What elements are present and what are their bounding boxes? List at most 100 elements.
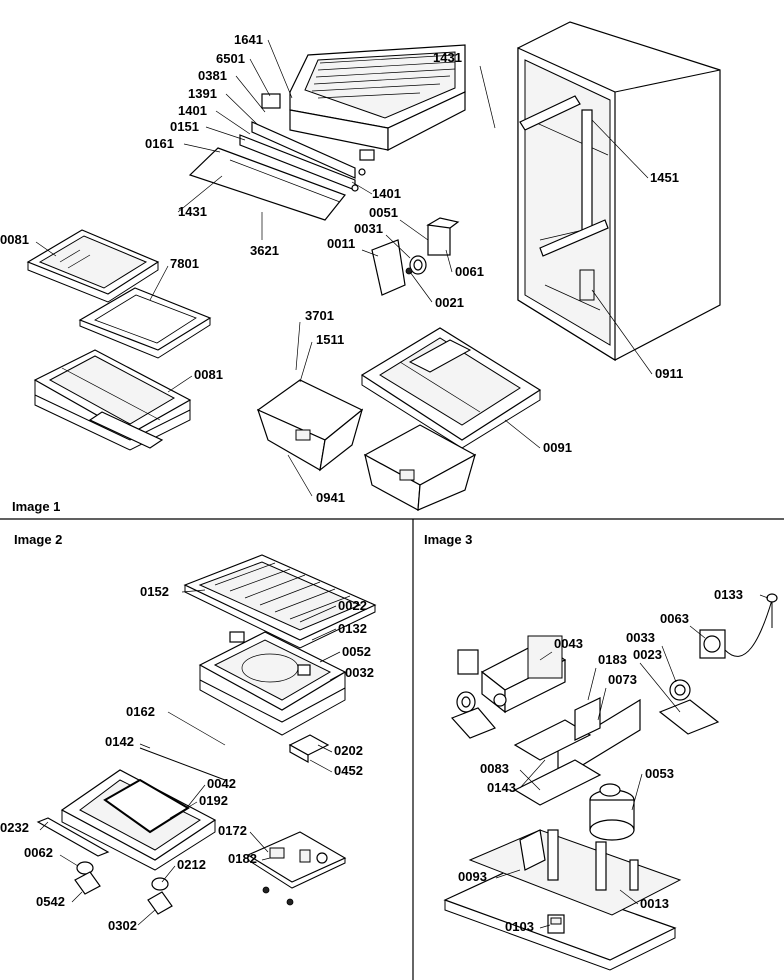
control-board xyxy=(246,831,347,906)
part-callout-1391: 1391 xyxy=(188,86,217,101)
part-callout-0152: 0152 xyxy=(140,584,169,599)
panel-title-image-2: Image 2 xyxy=(14,532,62,547)
part-callout-0381: 0381 xyxy=(198,68,227,83)
leader-line xyxy=(267,39,293,99)
refrigerator-cabinet xyxy=(517,21,721,362)
part-callout-0062: 0062 xyxy=(24,845,53,860)
leader-line xyxy=(35,241,57,257)
part-callout-0093: 0093 xyxy=(458,869,487,884)
control-housing xyxy=(198,631,347,736)
leader-line xyxy=(495,869,521,879)
leader-line xyxy=(177,175,223,213)
panel-image-3: Image 3 xyxy=(424,532,778,971)
leader-line xyxy=(317,744,333,753)
part-callout-0161: 0161 xyxy=(145,136,174,151)
leader-line xyxy=(591,119,649,179)
part-callout-0143: 0143 xyxy=(487,780,516,795)
part-callout-0182: 0182 xyxy=(228,851,257,866)
part-callout-0132: 0132 xyxy=(338,621,367,636)
part-callout-0032: 0032 xyxy=(345,665,374,680)
leader-line xyxy=(519,769,541,791)
part-callout-1401: 1401 xyxy=(178,103,207,118)
part-callout-1511: 1511 xyxy=(316,332,344,347)
leader-lines xyxy=(35,39,769,929)
part-callout-1431: 1431 xyxy=(433,50,462,65)
part-callout-0162: 0162 xyxy=(126,704,155,719)
part-callout-0183: 0183 xyxy=(598,652,627,667)
part-callout-0103: 0103 xyxy=(505,919,534,934)
part-callout-1431: 1431 xyxy=(178,204,207,219)
part-callout-0033: 0033 xyxy=(626,630,655,645)
part-callout-0202: 0202 xyxy=(334,743,363,758)
part-callout-0081: 0081 xyxy=(0,232,29,247)
part-callout-0021: 0021 xyxy=(435,295,464,310)
leader-line xyxy=(479,65,496,129)
air-damper-assembly xyxy=(450,635,567,739)
part-callout-0061: 0061 xyxy=(455,264,484,279)
leader-line xyxy=(215,110,251,135)
leader-line xyxy=(311,628,337,641)
shelf-frame-middle xyxy=(78,287,212,359)
part-callout-0063: 0063 xyxy=(660,611,689,626)
part-callout-1451: 1451 xyxy=(650,170,679,185)
bulbs-and-sockets xyxy=(74,861,173,915)
defrost-timer xyxy=(589,783,635,841)
leader-line xyxy=(319,651,341,663)
control-housing-top xyxy=(261,44,466,161)
leader-line xyxy=(309,759,333,773)
part-callout-3621: 3621 xyxy=(250,243,279,258)
leader-line xyxy=(299,341,313,383)
thermostat-group xyxy=(371,217,460,296)
leader-line xyxy=(181,589,206,593)
part-callout-0052: 0052 xyxy=(342,644,371,659)
part-callout-0142: 0142 xyxy=(105,734,134,749)
leader-line xyxy=(249,58,271,97)
leader-line xyxy=(205,126,246,141)
shelf-glass-upper xyxy=(26,229,160,303)
part-callout-1401: 1401 xyxy=(372,186,401,201)
part-callout-0941: 0941 xyxy=(316,490,345,505)
part-callout-0023: 0023 xyxy=(633,647,662,662)
part-callout-0051: 0051 xyxy=(369,205,398,220)
part-callout-0053: 0053 xyxy=(645,766,674,781)
crisper-cover xyxy=(360,327,542,449)
part-callout-0083: 0083 xyxy=(480,761,509,776)
part-callout-0172: 0172 xyxy=(218,823,247,838)
part-callout-0452: 0452 xyxy=(334,763,363,778)
baffle-panels xyxy=(513,697,641,806)
bracket-small xyxy=(288,734,330,764)
leader-line xyxy=(409,271,433,303)
part-callout-0151: 0151 xyxy=(170,119,199,134)
part-callout-0011: 0011 xyxy=(327,236,355,251)
leader-line xyxy=(59,854,79,867)
part-callout-0232: 0232 xyxy=(0,820,29,835)
part-callout-0091: 0091 xyxy=(543,440,572,455)
part-callout-0043: 0043 xyxy=(554,636,583,651)
light-housing xyxy=(36,769,217,871)
crisper-drawer-left xyxy=(256,379,364,472)
leader-line xyxy=(639,662,681,713)
leader-line xyxy=(295,321,301,371)
part-callout-0031: 0031 xyxy=(354,221,383,236)
part-callout-1641: 1641 xyxy=(234,32,263,47)
leader-line xyxy=(139,743,151,749)
part-callout-0133: 0133 xyxy=(714,587,743,602)
part-callout-0212: 0212 xyxy=(177,857,206,872)
panel-title-image-3: Image 3 xyxy=(424,532,472,547)
leader-line xyxy=(261,857,271,861)
part-callout-3701: 3701 xyxy=(305,308,334,323)
part-callout-6501: 6501 xyxy=(216,51,245,66)
leader-line xyxy=(519,759,546,789)
leader-line xyxy=(137,909,156,926)
leader-line xyxy=(167,711,226,746)
leader-line xyxy=(385,234,411,259)
leader-line xyxy=(329,672,344,681)
leader-line xyxy=(225,93,259,126)
leader-line xyxy=(235,75,266,113)
leader-line xyxy=(71,891,83,903)
part-callout-0081: 0081 xyxy=(194,367,223,382)
leader-line xyxy=(689,625,706,639)
thermostat-assembly-right xyxy=(658,593,778,735)
